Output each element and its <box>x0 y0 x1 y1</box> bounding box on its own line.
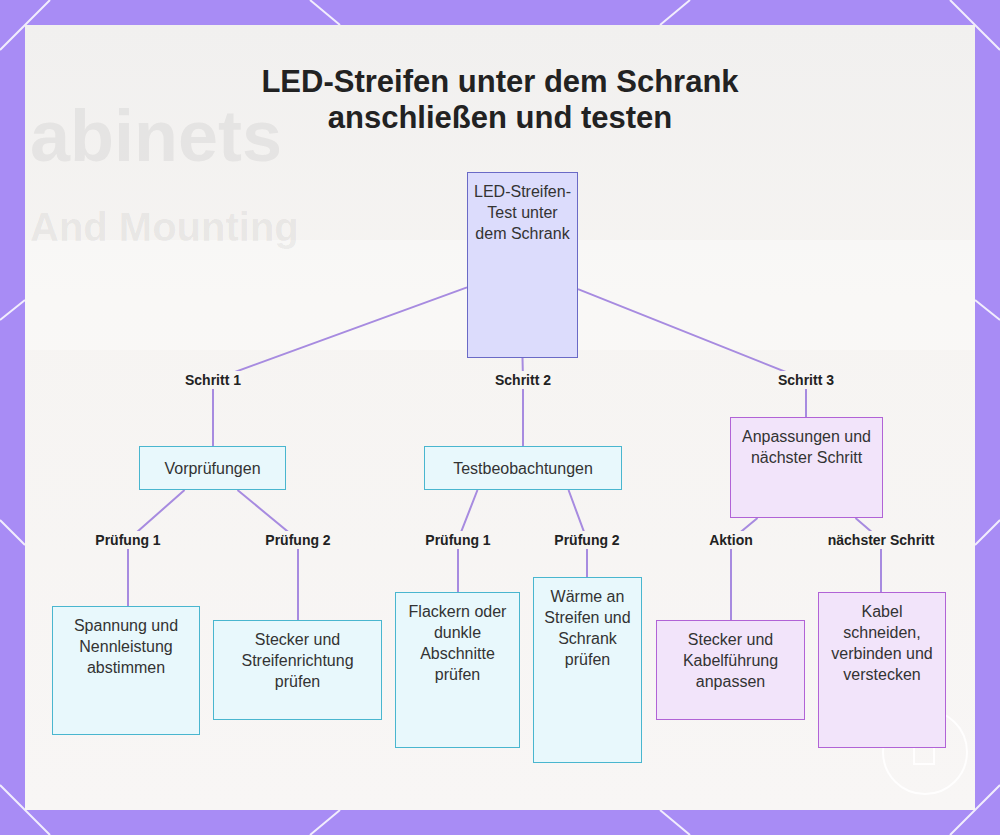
box-text: Stecker und Kabelführung anpassen <box>663 629 798 692</box>
process-box: Flackern oder dunkle Abschnitte prüfen <box>395 592 520 748</box>
edge-label: Schritt 1 <box>182 371 244 389</box>
edge-label: Prüfung 1 <box>422 531 493 549</box>
process-box: LED-Streifen-Test unter dem Schrank <box>467 172 578 358</box>
box-text: Testbeobachtungen <box>431 458 615 479</box>
box-text: LED-Streifen-Test unter dem Schrank <box>474 181 571 244</box>
edge-label: nächster Schritt <box>825 531 938 549</box>
connector-line <box>578 289 806 417</box>
diagram-title: LED-Streifen unter dem Schrank anschließ… <box>200 64 800 136</box>
edge-label: Prüfung 1 <box>92 531 163 549</box>
watermark-text: abinets <box>30 95 282 177</box>
box-text: Spannung und Nennleistung abstimmen <box>59 615 193 678</box>
panel <box>25 25 975 810</box>
watermark-text: And Mounting <box>30 205 299 250</box>
box-text: Kabel schneiden, verbinden und verstecke… <box>825 601 939 685</box>
edge-label: Schritt 2 <box>492 371 554 389</box>
process-box: Stecker und Streifenrichtung prüfen <box>213 620 382 720</box>
connector-line <box>213 287 467 446</box>
edge-label: Schritt 3 <box>775 371 837 389</box>
box-text: Flackern oder dunkle Abschnitte prüfen <box>402 601 513 685</box>
process-box: Stecker und Kabelführung anpassen <box>656 620 805 720</box>
box-text: Anpassungen und nächster Schritt <box>737 426 876 468</box>
process-box: Testbeobachtungen <box>424 446 622 490</box>
edge-label: Aktion <box>706 531 756 549</box>
process-box: Wärme an Streifen und Schrank prüfen <box>533 577 642 763</box>
edge-label: Prüfung 2 <box>262 531 333 549</box>
process-box: Anpassungen und nächster Schritt <box>730 417 883 518</box>
box-text: Wärme an Streifen und Schrank prüfen <box>540 586 635 670</box>
box-text: Stecker und Streifenrichtung prüfen <box>220 629 375 692</box>
process-box: Spannung und Nennleistung abstimmen <box>52 606 200 735</box>
edge-label: Prüfung 2 <box>551 531 622 549</box>
process-box: Kabel schneiden, verbinden und verstecke… <box>818 592 946 748</box>
connector-line <box>237 490 298 620</box>
box-text: Vorprüfungen <box>146 458 279 479</box>
process-box: Vorprüfungen <box>139 446 286 490</box>
connector-line <box>855 518 881 592</box>
